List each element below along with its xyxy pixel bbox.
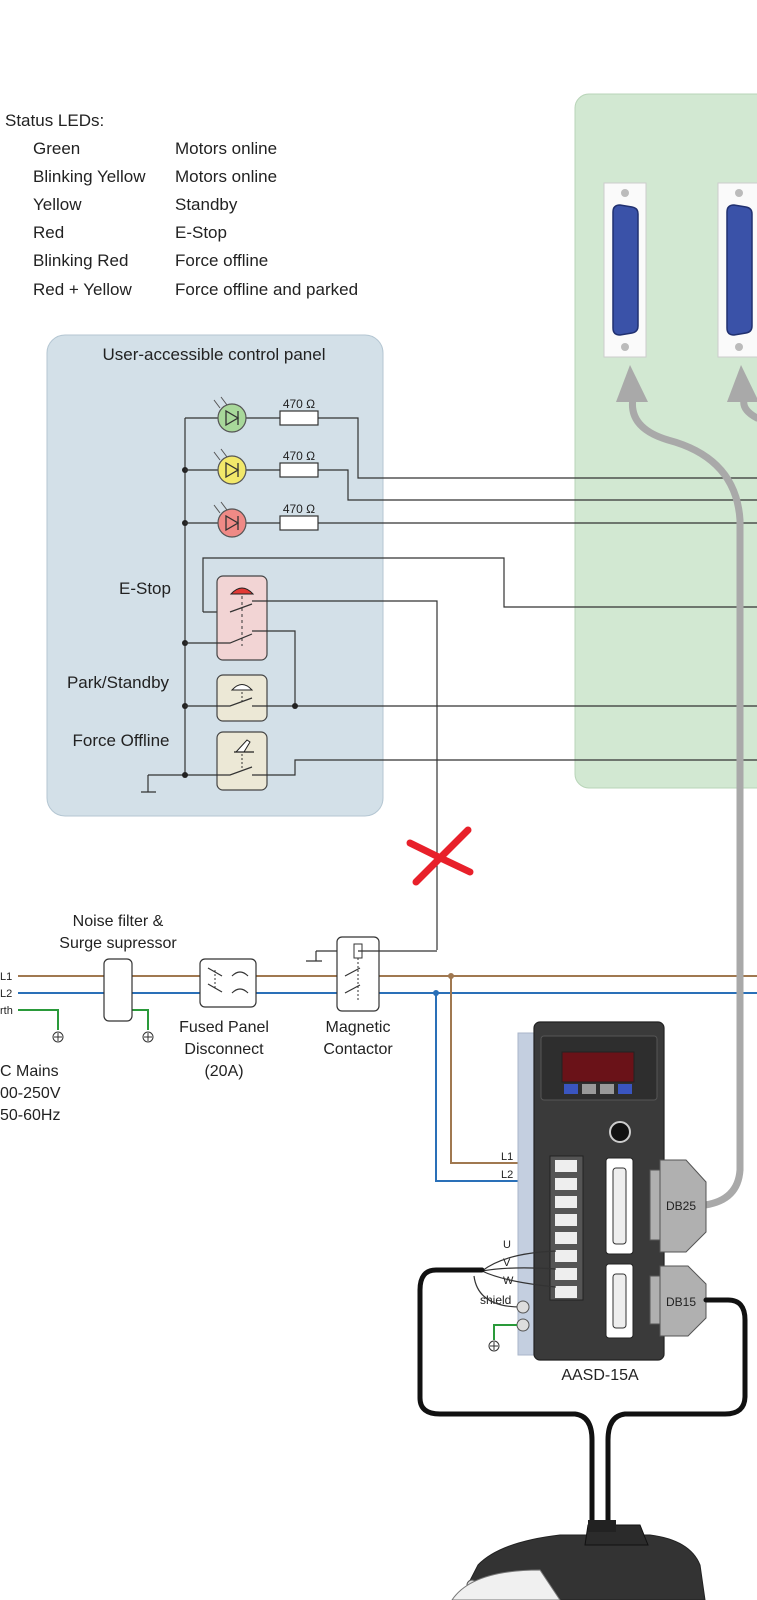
mains-wiring: L1 L2 rth C Mains 00-250V 50-60Hz Noise …: [0, 913, 757, 1182]
legend-meaning-green: Motors online: [175, 139, 277, 158]
db25-label: DB25: [666, 1199, 696, 1213]
terminal-block: [549, 1155, 584, 1301]
legend-meaning-red-yellow: Force offline and parked: [175, 280, 358, 299]
magnetic-contactor: Magnetic Contactor: [306, 936, 437, 1058]
mains-ac-label-3: 50-60Hz: [0, 1107, 60, 1124]
legend-color-blinking-yellow: Blinking Yellow: [33, 167, 146, 186]
park-standby-switch: Park/Standby: [67, 673, 757, 722]
estop-label: E-Stop: [119, 579, 171, 598]
motor-cables: [417, 1267, 748, 1543]
drive-v-label: V: [503, 1257, 511, 1269]
legend-color-red-yellow: Red + Yellow: [33, 280, 132, 299]
legend-meaning-blinking-yellow: Motors online: [175, 167, 277, 186]
grey-cables: [616, 365, 757, 1209]
force-offline-label: Force Offline: [72, 731, 169, 750]
mains-l2-label: L2: [0, 988, 12, 1000]
noise-filter-label-1: Noise filter &: [73, 913, 164, 930]
drive-display: [561, 1051, 635, 1083]
fused-label-1: Fused Panel: [179, 1019, 269, 1036]
resistor: [279, 410, 319, 426]
servo-motor: [451, 1520, 706, 1600]
noise-filter-label-2: Surge supressor: [59, 935, 177, 952]
ground-icon: [52, 1031, 64, 1043]
ground-icon: [488, 1340, 500, 1352]
drive-l2-label: L2: [501, 1169, 513, 1181]
db25-connector-1: [603, 182, 647, 358]
control-panel-title: User-accessible control panel: [103, 345, 326, 364]
resistor-label: 470 Ω: [283, 449, 315, 463]
resistor-label: 470 Ω: [283, 502, 315, 516]
db15-plug: DB15: [649, 1265, 707, 1337]
legend-meaning-red: E-Stop: [175, 223, 227, 242]
drive-l1-label: L1: [501, 1151, 513, 1163]
noise-filter: Noise filter & Surge supressor: [59, 913, 177, 1022]
drive-shield-label: shield: [480, 1293, 511, 1307]
legend-color-green: Green: [33, 139, 80, 158]
fused-panel-disconnect: Fused Panel Disconnect (20A): [179, 958, 269, 1080]
legend-color-red: Red: [33, 223, 64, 242]
legend-color-yellow: Yellow: [33, 195, 82, 214]
db15-label: DB15: [666, 1295, 696, 1309]
db25-connector-2: [717, 182, 757, 358]
legend-meaning-yellow: Standby: [175, 195, 238, 214]
control-panel: User-accessible control panel 470 Ω 470 …: [46, 334, 757, 950]
legend-meaning-blinking-red: Force offline: [175, 251, 268, 270]
cross-mark: [406, 826, 474, 886]
resistor-label: 470 Ω: [283, 397, 315, 411]
ground-icon: [142, 1031, 154, 1043]
fused-label-3: (20A): [204, 1063, 243, 1080]
status-led-legend: Status LEDs: Green Motors online Blinkin…: [5, 111, 358, 299]
resistor: [279, 515, 319, 531]
led-red: 470 Ω: [185, 501, 757, 538]
drive-w-label: W: [503, 1275, 514, 1287]
mains-ac-label-1: C Mains: [0, 1063, 59, 1080]
contactor-label-2: Contactor: [323, 1041, 393, 1058]
led-green: 470 Ω: [185, 396, 757, 479]
resistor: [279, 462, 319, 478]
mains-l1-label: L1: [0, 971, 12, 983]
mains-ac-label-2: 00-250V: [0, 1085, 61, 1102]
drive-u-label: U: [503, 1239, 511, 1251]
park-label: Park/Standby: [67, 673, 170, 692]
drive-name: AASD-15A: [561, 1367, 639, 1384]
db25-plug: DB25: [649, 1159, 707, 1253]
force-offline-switch: Force Offline: [72, 731, 757, 791]
led-yellow: 470 Ω: [185, 448, 757, 501]
mains-earth-label: rth: [0, 1005, 13, 1017]
control-panel-background: [46, 334, 384, 817]
estop-switch: E-Stop: [119, 557, 757, 950]
fused-label-2: Disconnect: [184, 1041, 264, 1058]
legend-color-blinking-red: Blinking Red: [33, 251, 128, 270]
servo-drive: DB25 DB15 AASD-15A L1 L2 U V W shield: [473, 1021, 707, 1384]
legend-title: Status LEDs:: [5, 111, 104, 130]
contactor-label-1: Magnetic: [326, 1019, 391, 1036]
